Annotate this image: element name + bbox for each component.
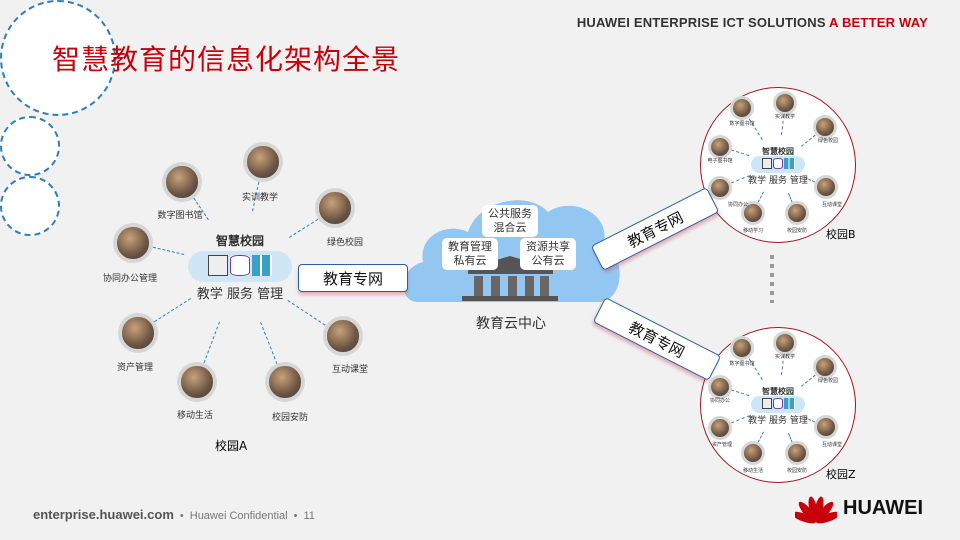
connector-line bbox=[289, 218, 319, 238]
service-node-label: 实训教学 bbox=[241, 193, 279, 203]
campus_b-hub[interactable] bbox=[0, 116, 60, 176]
service-node-icon[interactable] bbox=[773, 331, 797, 355]
rack-icon bbox=[251, 255, 272, 276]
service-node-label: 资产管理 bbox=[711, 442, 733, 448]
service-node-icon[interactable] bbox=[773, 91, 797, 115]
service-node-label: 协同办公 bbox=[709, 398, 731, 404]
campus-z-label: 校园Z bbox=[826, 468, 856, 481]
service-node-icon[interactable] bbox=[243, 142, 283, 182]
hub-icons bbox=[208, 255, 272, 276]
campus_a-hub[interactable] bbox=[0, 0, 116, 116]
private-cloud-box: 教育管理私有云 bbox=[442, 238, 498, 270]
service-node-icon[interactable] bbox=[708, 375, 732, 399]
page-title: 智慧教育的信息化架构全景 bbox=[52, 43, 401, 76]
service-node-icon[interactable] bbox=[265, 362, 305, 402]
hub-caption: 教学 服务 管理 bbox=[748, 415, 808, 426]
service-node-icon[interactable] bbox=[315, 188, 355, 228]
service-node-label: 电子图书馆 bbox=[707, 158, 733, 164]
service-node-label: 移动生活 bbox=[742, 468, 764, 474]
service-node-label: 数字图书馆 bbox=[157, 211, 203, 221]
rack-icon bbox=[784, 398, 795, 409]
campus-b-label: 校园B bbox=[826, 228, 856, 241]
service-node-icon[interactable] bbox=[118, 313, 158, 353]
service-node-label: 互动课堂 bbox=[821, 442, 843, 448]
database-icon bbox=[772, 398, 784, 409]
server-icon bbox=[761, 158, 772, 169]
service-node-label: 数字图书馆 bbox=[729, 361, 755, 367]
service-node-label: 实训教学 bbox=[774, 354, 796, 360]
service-node-icon[interactable] bbox=[741, 441, 765, 465]
service-node-label: 实训教学 bbox=[774, 114, 796, 120]
huawei-logo: HUAWEI bbox=[795, 492, 923, 524]
service-node-icon[interactable] bbox=[708, 176, 732, 200]
campus_z-hub[interactable] bbox=[0, 176, 60, 236]
service-node-label: 绿色校园 bbox=[817, 378, 839, 384]
service-node-icon[interactable] bbox=[708, 416, 732, 440]
server-icon bbox=[761, 398, 772, 409]
service-node-icon[interactable] bbox=[113, 223, 153, 263]
service-node-label: 互动课堂 bbox=[331, 365, 369, 375]
hub-title: 智慧校园 bbox=[215, 234, 265, 249]
service-node-label: 绿色校园 bbox=[326, 238, 364, 248]
hub-icons bbox=[761, 398, 795, 409]
network-link-z: 教育专网 bbox=[592, 297, 722, 381]
cloud-center-label: 教育云中心 bbox=[476, 316, 546, 332]
connector-line bbox=[152, 246, 184, 255]
service-node-icon[interactable] bbox=[814, 175, 838, 199]
hub-caption: 教学 服务 管理 bbox=[748, 175, 808, 186]
huawei-flower-icon bbox=[795, 496, 837, 524]
network-link-a: 教育专网 bbox=[298, 264, 408, 292]
page-number: 11 bbox=[303, 510, 315, 522]
campus-a-label: 校园A bbox=[215, 439, 248, 453]
database-icon bbox=[772, 158, 784, 169]
connector-line bbox=[154, 298, 192, 323]
service-node-icon[interactable] bbox=[785, 441, 809, 465]
service-node-icon[interactable] bbox=[814, 415, 838, 439]
service-node-label: 数字图书馆 bbox=[729, 121, 755, 127]
confidential-label: Huawei Confidential bbox=[189, 510, 288, 522]
service-node-icon[interactable] bbox=[323, 316, 363, 356]
hub-caption: 教学 服务 管理 bbox=[196, 286, 284, 302]
connector-line bbox=[287, 299, 327, 326]
service-node-icon[interactable] bbox=[730, 96, 754, 120]
public-cloud-box: 资源共享公有云 bbox=[520, 238, 576, 270]
database-icon bbox=[229, 255, 251, 276]
hub-icons bbox=[761, 158, 795, 169]
footer-site: enterprise.huawei.com bbox=[33, 507, 174, 522]
service-node-icon[interactable] bbox=[813, 355, 837, 379]
more-campuses-ellipsis bbox=[770, 255, 774, 303]
rack-icon bbox=[784, 158, 795, 169]
hybrid-cloud-box: 公共服务混合云 bbox=[482, 205, 538, 237]
service-node-label: 互动课堂 bbox=[821, 202, 843, 208]
connector-line bbox=[260, 321, 278, 364]
service-node-icon[interactable] bbox=[162, 162, 202, 202]
hub-title: 智慧校园 bbox=[762, 147, 794, 157]
brand-tagline: HUAWEI ENTERPRISE ICT SOLUTIONS A BETTER… bbox=[576, 15, 928, 30]
service-node-label: 绿色校园 bbox=[817, 138, 839, 144]
service-node-label: 资产管理 bbox=[116, 363, 154, 373]
service-node-label: 协同办公管理 bbox=[102, 274, 158, 284]
service-node-label: 校园安防 bbox=[271, 413, 309, 423]
hub-title: 智慧校园 bbox=[762, 387, 794, 397]
service-node-label: 校园安防 bbox=[786, 468, 808, 474]
service-node-icon[interactable] bbox=[730, 336, 754, 360]
service-node-icon[interactable] bbox=[177, 362, 217, 402]
connector-line bbox=[203, 321, 220, 364]
service-node-label: 移动生活 bbox=[176, 411, 214, 421]
service-node-icon[interactable] bbox=[813, 115, 837, 139]
service-node-icon[interactable] bbox=[741, 201, 765, 225]
service-node-label: 移动学习 bbox=[742, 228, 764, 234]
service-node-label: 协同办公 bbox=[727, 202, 749, 208]
service-node-icon[interactable] bbox=[785, 201, 809, 225]
service-node-label: 校园安防 bbox=[786, 228, 808, 234]
server-icon bbox=[208, 255, 229, 276]
service-node-icon[interactable] bbox=[708, 135, 732, 159]
footer: enterprise.huawei.com•Huawei Confidentia… bbox=[33, 507, 315, 522]
